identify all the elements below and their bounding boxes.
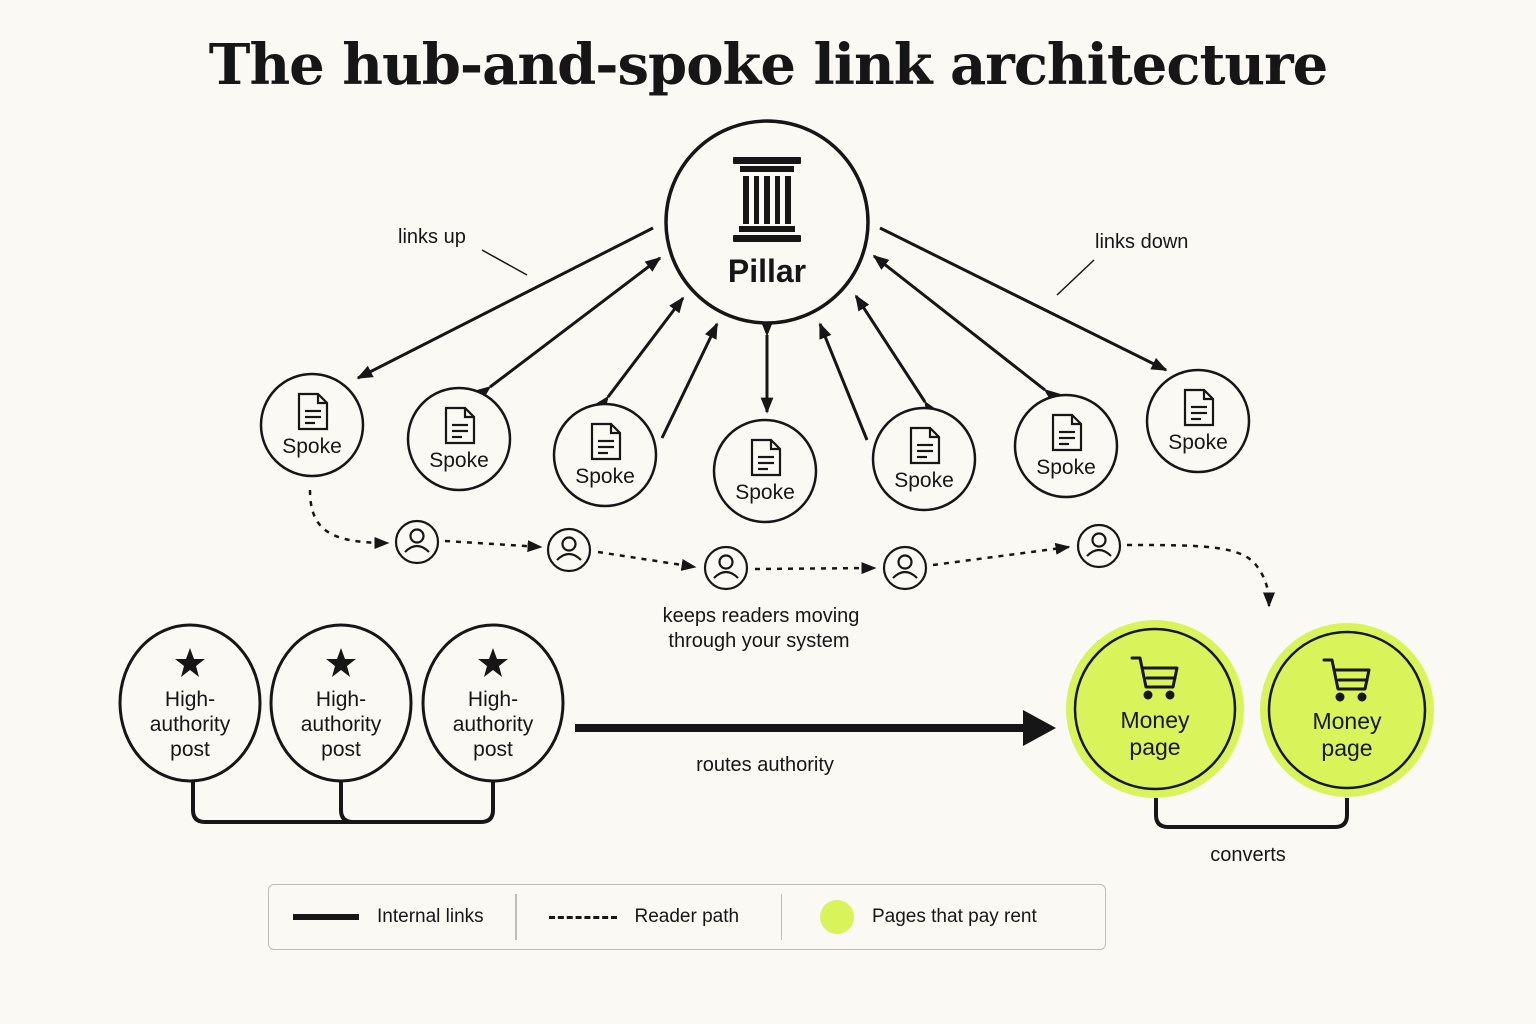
- diagram-title: The hub-and-spoke link architecture: [208, 32, 1328, 98]
- reader-note-line2: through your system: [668, 630, 849, 652]
- authority-label-line3: post: [321, 738, 361, 761]
- spoke-node: Spoke: [1013, 393, 1119, 499]
- spoke-node: Spoke: [1145, 368, 1251, 474]
- document-icon: [1051, 413, 1083, 452]
- legend-item-pages-pay-rent: Pages that pay rent: [782, 885, 1037, 949]
- authority-label-line1: High-: [165, 688, 215, 711]
- link-up-spoke-4: [660, 322, 719, 439]
- authority-bracket: [191, 780, 495, 824]
- routes-authority-arrow: [575, 710, 1056, 746]
- converts-label: converts: [1210, 844, 1286, 866]
- document-icon: [444, 406, 476, 445]
- authority-label-line2: authority: [453, 713, 534, 736]
- spoke-label: Spoke: [575, 465, 635, 488]
- legend-item-reader-path: Reader path: [517, 885, 781, 949]
- links-up-label: links up: [398, 226, 466, 248]
- reader-note-line1: keeps readers moving: [663, 605, 860, 627]
- authority-post-node: High- authority post: [421, 623, 565, 783]
- legend-item-internal-links: Internal links: [269, 885, 515, 949]
- spoke-node: Spoke: [871, 406, 977, 512]
- pillar-spoke-links: [356, 226, 1168, 441]
- spoke-node: Spoke: [552, 402, 658, 508]
- reader-path: [308, 489, 1275, 608]
- green-dot-swatch: [820, 900, 854, 934]
- link-down-spoke-8: [879, 226, 1168, 372]
- reader-icon: [703, 545, 749, 591]
- spoke-node: Spoke: [712, 418, 818, 524]
- money-label-line1: Money: [1120, 707, 1190, 733]
- money-page-node: Money page: [1066, 620, 1244, 798]
- legend-divider: [515, 894, 517, 940]
- links-down-leader: [1056, 259, 1095, 296]
- money-label-line2: page: [1129, 734, 1180, 760]
- money-label-line2: page: [1321, 735, 1372, 761]
- links-down-label: links down: [1095, 231, 1188, 253]
- reader-icon: [394, 519, 440, 565]
- link-down-spoke-1: [356, 226, 654, 380]
- link-spoke-7: [872, 254, 1061, 404]
- reader-icon: [882, 545, 928, 591]
- star-icon: [175, 648, 205, 677]
- reader-icon: [1076, 523, 1122, 569]
- authority-post-node: High- authority post: [118, 623, 262, 783]
- authority-post-node: High- authority post: [269, 623, 413, 783]
- legend-label-pages-pay-rent: Pages that pay rent: [872, 906, 1037, 927]
- authority-label-line1: High-: [316, 688, 366, 711]
- document-icon: [909, 426, 941, 465]
- spoke-label: Spoke: [735, 481, 795, 504]
- money-bracket: [1154, 798, 1349, 829]
- spoke-label: Spoke: [282, 435, 342, 458]
- money-page-node: Money page: [1260, 623, 1434, 797]
- document-icon: [750, 438, 782, 477]
- legend: Internal links Reader path Pages that pa…: [268, 884, 1106, 950]
- cart-icon: [1322, 658, 1371, 702]
- solid-line-swatch: [293, 914, 359, 920]
- pillar-node: Pillar: [664, 119, 870, 325]
- spoke-label: Spoke: [1168, 431, 1228, 454]
- authority-label-line2: authority: [150, 713, 231, 736]
- links-up-leader: [481, 249, 528, 276]
- link-up-spoke-5: [818, 322, 869, 441]
- document-icon: [297, 392, 329, 431]
- routes-authority-label: routes authority: [696, 754, 834, 776]
- document-icon: [1183, 388, 1215, 427]
- spoke-label: Spoke: [894, 469, 954, 492]
- legend-divider: [780, 894, 782, 940]
- cart-icon: [1130, 656, 1179, 700]
- dashed-line-swatch: [548, 915, 617, 919]
- link-spoke-6: [854, 294, 939, 418]
- document-icon: [590, 422, 622, 461]
- legend-label-reader-path: Reader path: [634, 906, 740, 927]
- authority-label-line3: post: [170, 738, 210, 761]
- spoke-node: Spoke: [406, 386, 512, 492]
- authority-label-line3: post: [473, 738, 513, 761]
- reader-icon: [546, 527, 592, 573]
- authority-label-line2: authority: [301, 713, 382, 736]
- link-spoke-2: [474, 256, 662, 401]
- money-label-line1: Money: [1312, 708, 1382, 734]
- spoke-label: Spoke: [1036, 456, 1096, 479]
- authority-label-line1: High-: [468, 688, 518, 711]
- star-icon: [326, 648, 356, 677]
- legend-label-internal-links: Internal links: [377, 906, 484, 927]
- pillar-icon: [733, 157, 801, 242]
- spoke-label: Spoke: [429, 449, 489, 472]
- link-spoke-3: [594, 296, 685, 413]
- star-icon: [478, 648, 508, 677]
- spoke-node: Spoke: [259, 372, 365, 478]
- pillar-label: Pillar: [728, 253, 806, 289]
